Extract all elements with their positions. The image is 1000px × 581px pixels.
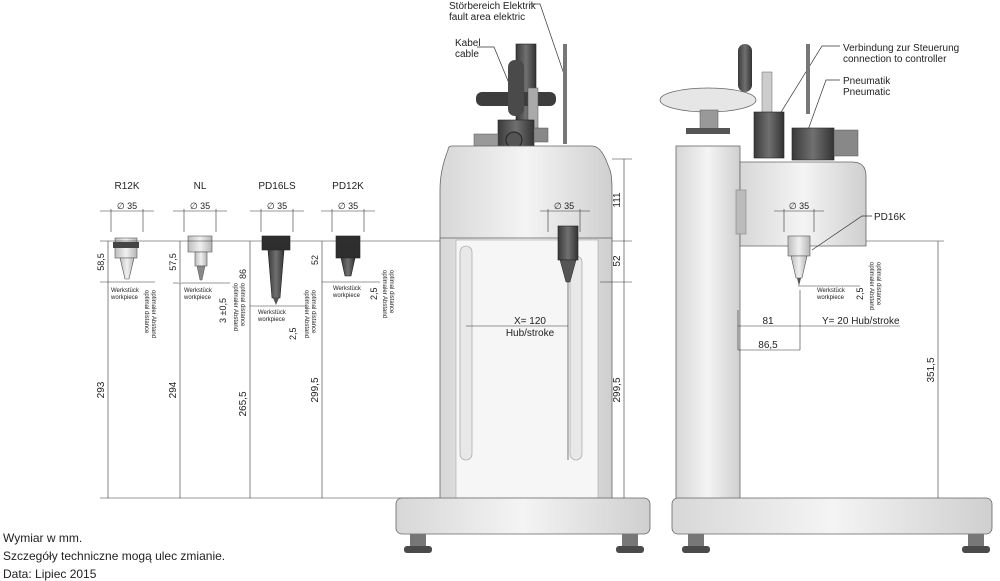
optimal-label-en: optimal distance [239, 283, 245, 327]
gap-label: 2,5 [369, 287, 379, 300]
workpiece-label: Werkstück [111, 288, 140, 294]
head-label-pd12k: PD12K [332, 181, 364, 192]
front-total-height-label: 299,5 [612, 377, 623, 402]
head-height-label: 52 [310, 255, 320, 265]
front-view: Störbereich Elektrik fault area elektric… [395, 1, 651, 553]
head-r12k: R12K ∅ 35 58,5 Werkstück workpiece optim… [96, 181, 156, 498]
optimal-label: optimaler Abstand [303, 290, 309, 338]
optimal-label-en: optimal distance [310, 290, 316, 334]
head-height-label: 57,5 [168, 253, 178, 271]
workpiece-label: Werkstück [333, 286, 362, 292]
total-height-label: 294 [168, 381, 179, 398]
cable-label-en: cable [455, 49, 479, 60]
side-dia-label: ∅ 35 [789, 201, 809, 211]
stroke-x-caption: Hub/stroke [506, 328, 555, 339]
footer-date: Data: Lipiec 2015 [3, 567, 97, 581]
gap-label: 2,5 [288, 327, 298, 340]
head-label-pd16ls: PD16LS [258, 181, 296, 192]
dim-81-label: 81 [762, 316, 774, 327]
workpiece-label: Werkstück [817, 288, 846, 294]
optimal-label: optimaler Abstand [150, 290, 156, 338]
dia-label: ∅ 35 [267, 201, 287, 211]
optimal-label: optimaler Abstand [868, 262, 874, 310]
pneumatic-label-en: Pneumatic [843, 87, 890, 98]
workpiece-label-en: workpiece [332, 293, 361, 299]
head-label-r12k: R12K [114, 181, 139, 192]
optimal-label-en: optimal distance [143, 290, 149, 334]
workpiece-label-en: workpiece [110, 295, 139, 301]
fault-area-label-en: fault area elektric [449, 12, 525, 23]
dim-865-label: 86,5 [758, 340, 778, 351]
side-head-label: PD16K [874, 212, 906, 223]
head-nl: NL ∅ 35 57,5 Werkstück workpiece 3 ±0,5 … [168, 181, 245, 498]
optimal-label: optimaler Abstand [232, 283, 238, 331]
workpiece-label-en: workpiece [257, 317, 286, 323]
head-height-label: 58,5 [96, 253, 106, 271]
side-gap-label: 2,5 [855, 287, 865, 300]
workpiece-label: Werkstück [184, 288, 213, 294]
total-height-label: 293 [96, 381, 107, 398]
total-height-label: 265,5 [238, 391, 249, 416]
side-view: Verbindung zur Steuerung connection to c… [659, 43, 993, 553]
top-height-label: 111 [612, 192, 623, 208]
cable-label-de: Kabel [455, 38, 481, 49]
workpiece-label-en: workpiece [816, 295, 845, 301]
footer-units: Wymiar w mm. [3, 531, 83, 545]
optimal-label-en: optimal distance [388, 270, 394, 314]
front-dia-label: ∅ 35 [554, 201, 574, 211]
side-total-height-label: 351,5 [926, 357, 937, 382]
fault-area-label-de: Störbereich Elektrik [449, 1, 537, 12]
gap-label: 3 ±0,5 [218, 298, 228, 323]
controller-label-de: Verbindung zur Steuerung [843, 43, 959, 54]
workpiece-label: Werkstück [258, 310, 287, 316]
stroke-y-label: Y= 20 Hub/stroke [822, 316, 900, 327]
head-label-nl: NL [194, 181, 207, 192]
head-pd16ls: PD16LS ∅ 35 86 Werkstück workpiece 2,5 o… [238, 181, 316, 498]
dia-label: ∅ 35 [190, 201, 210, 211]
front-head-height-label: 52 [612, 255, 623, 267]
optimal-label-en: optimal distance [875, 262, 881, 306]
controller-label-en: connection to controller [843, 54, 947, 65]
head-pd12k: PD12K ∅ 35 52 Werkstück workpiece 2,5 op… [310, 181, 394, 498]
total-height-label: 299,5 [310, 377, 321, 402]
optimal-label: optimaler Abstand [381, 270, 387, 318]
head-height-label: 86 [238, 269, 248, 279]
dia-label: ∅ 35 [117, 201, 137, 211]
dia-label: ∅ 35 [338, 201, 358, 211]
workpiece-label-en: workpiece [183, 295, 212, 301]
footer-disclaimer: Szczegóły techniczne mogą ulec zmianie. [3, 549, 226, 563]
stroke-x-label: X= 120 [514, 316, 546, 327]
pneumatic-label-de: Pneumatik [843, 76, 891, 87]
